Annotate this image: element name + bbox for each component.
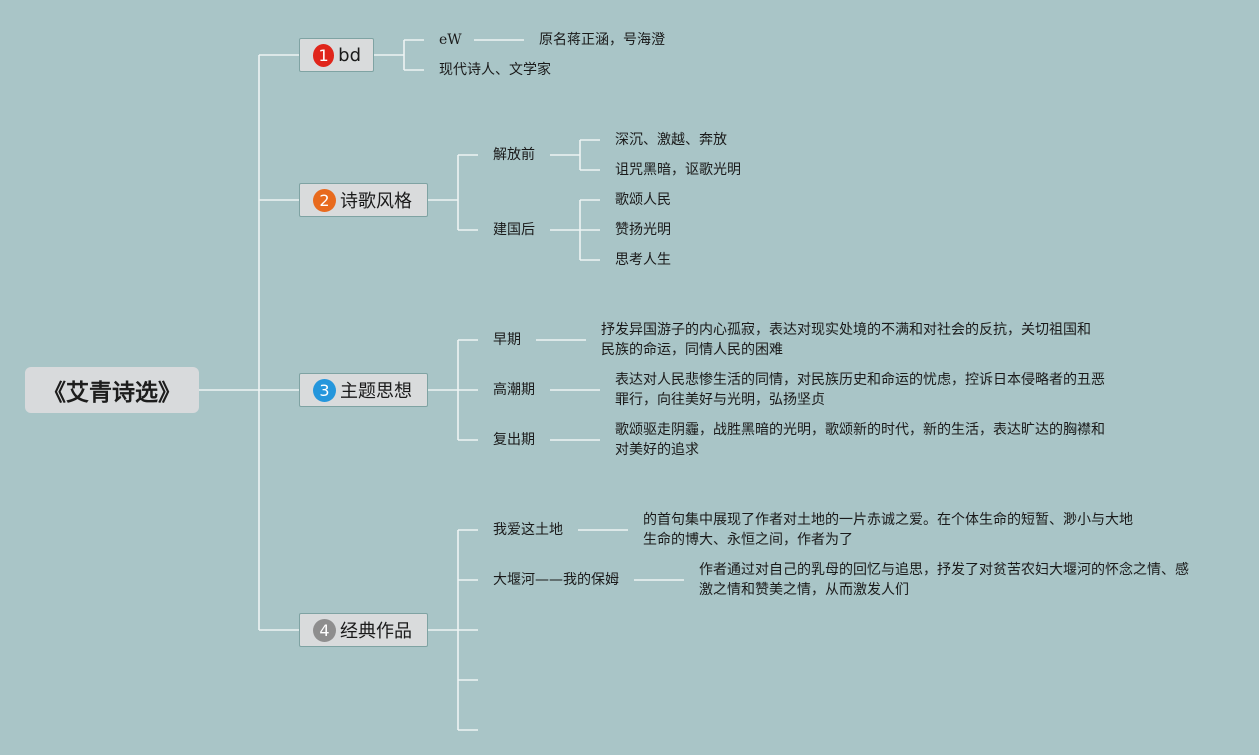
branch-1-label: bd [338, 44, 361, 66]
subtopic-before-liberation[interactable]: 解放前 [493, 147, 535, 163]
number-badge-3: 3 [313, 378, 336, 402]
leaf-style-2[interactable]: 诅咒黑暗，讴歌光明 [615, 162, 741, 178]
leaf-comeback-period[interactable]: 歌颂驱走阴霾，战胜黑暗的光明，歌颂新的时代，新的生活，表达旷达的胸襟和 对美好的… [615, 422, 1105, 458]
leaf-dayanhe[interactable]: 作者通过对自己的乳母的回忆与追思，抒发了对贫苦农妇大堰河的怀念之情、感 激之情和… [699, 562, 1189, 598]
subtopic-occupation[interactable]: 现代诗人、文学家 [439, 62, 551, 78]
subtopic-dayanhe[interactable]: 大堰河——我的保姆 [493, 572, 619, 588]
leaf-style-1[interactable]: 深沉、激越、奔放 [615, 132, 727, 148]
branch-4-topic[interactable]: 4 经典作品 [299, 613, 428, 647]
leaf-style-5[interactable]: 思考人生 [615, 252, 671, 268]
leaf-style-3[interactable]: 歌颂人民 [615, 192, 671, 208]
branch-3-label: 主题思想 [340, 381, 412, 402]
subtopic-ew[interactable]: eW [439, 32, 462, 48]
leaf-i-love-this-land[interactable]: 的首句集中展现了作者对土地的一片赤诚之爱。在个体生命的短暂、渺小与大地 生命的博… [643, 512, 1133, 548]
branch-1-topic[interactable]: 1 bd [299, 38, 374, 72]
number-badge-4: 4 [313, 618, 336, 642]
subtopic-ew-detail[interactable]: 原名蒋正涵，号海澄 [539, 32, 665, 48]
leaf-peak-period[interactable]: 表达对人民悲惨生活的同情，对民族历史和命运的忧虑，控诉日本侵略者的丑恶 罪行，向… [615, 372, 1105, 408]
subtopic-peak-period[interactable]: 高潮期 [493, 382, 535, 398]
subtopic-early-period[interactable]: 早期 [493, 332, 521, 348]
leaf-style-4[interactable]: 赞扬光明 [615, 222, 671, 238]
subtopic-i-love-this-land[interactable]: 我爱这土地 [493, 522, 563, 538]
subtopic-comeback-period[interactable]: 复出期 [493, 432, 535, 448]
leaf-early-period[interactable]: 抒发异国游子的内心孤寂，表达对现实处境的不满和对社会的反抗，关切祖国和 民族的命… [601, 322, 1091, 358]
branch-2-topic[interactable]: 2 诗歌风格 [299, 183, 428, 217]
branch-2-label: 诗歌风格 [340, 191, 412, 212]
branch-3-topic[interactable]: 3 主题思想 [299, 373, 428, 407]
number-badge-2: 2 [313, 188, 336, 212]
number-badge-1: 1 [313, 43, 335, 67]
subtopic-after-founding[interactable]: 建国后 [493, 222, 535, 238]
root-topic[interactable]: 《艾青诗选》 [25, 367, 199, 413]
branch-4-label: 经典作品 [340, 621, 412, 642]
